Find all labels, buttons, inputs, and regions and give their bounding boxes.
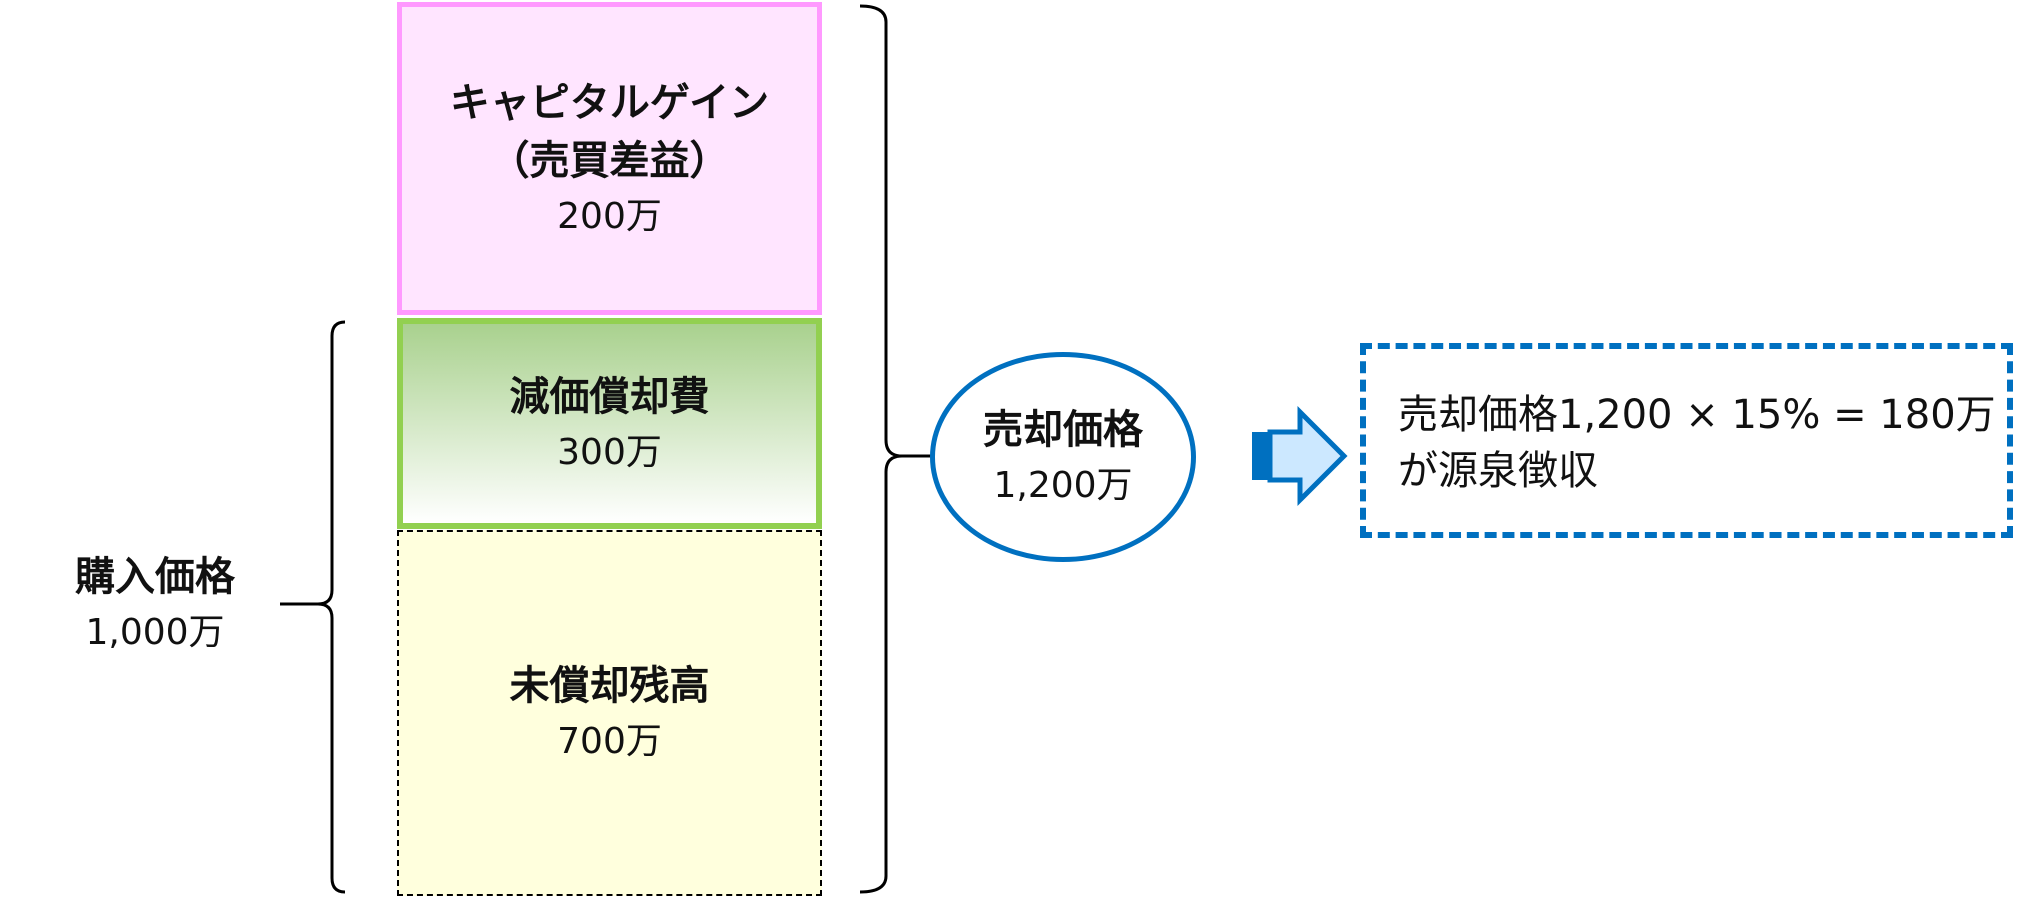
right-brace	[859, 4, 935, 894]
unamortized-balance-block: 未償却残高 700万	[397, 530, 822, 896]
unamortized-amount: 700万	[557, 721, 662, 762]
sale-price-amount: 1,200万	[993, 465, 1133, 506]
purchase-price-label: 購入価格 1,000万	[40, 548, 270, 660]
depreciation-title: 減価償却費	[509, 373, 710, 420]
withholding-note-box: 売却価格1,200 × 15% = 180万 が源泉徴収	[1360, 343, 2013, 538]
purchase-price-amount: 1,000万	[85, 612, 225, 653]
capital-gain-title: キャピタルゲイン	[449, 79, 770, 126]
depreciation-block: 減価償却費 300万	[397, 318, 822, 529]
capital-gain-amount: 200万	[557, 195, 662, 237]
sale-price-ellipse: 売却価格 1,200万	[930, 352, 1196, 562]
right-arrow-icon	[1252, 405, 1348, 507]
capital-gain-subtitle: （売買差益）	[489, 137, 730, 184]
capital-gain-block: キャピタルゲイン （売買差益） 200万	[397, 2, 822, 315]
sale-price-title: 売却価格	[983, 407, 1143, 453]
left-brace	[280, 320, 346, 894]
purchase-price-title: 購入価格	[75, 554, 235, 600]
depreciation-amount: 300万	[557, 431, 662, 473]
unamortized-title: 未償却残高	[509, 663, 710, 709]
withholding-note-line1: 売却価格1,200 × 15% = 180万	[1398, 392, 1996, 438]
withholding-note-line2: が源泉徴収	[1398, 448, 1598, 494]
